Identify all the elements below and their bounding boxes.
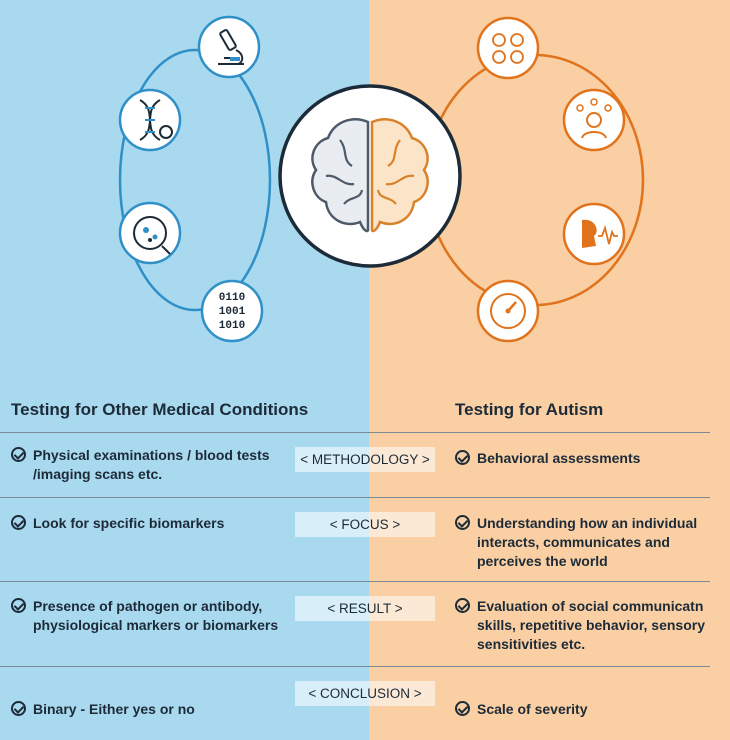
divider (0, 497, 710, 498)
right-item-methodology: Behavioral assessments (455, 449, 717, 468)
svg-text:1001: 1001 (219, 306, 246, 318)
left-item-text: Binary - Either yes or no (33, 701, 195, 717)
right-column-title: Testing for Autism (455, 400, 604, 419)
right-item-conclusion: Scale of severity (455, 700, 717, 719)
check-icon (11, 447, 26, 462)
left-item-methodology: Physical examinations / blood tests /ima… (11, 446, 281, 484)
gauge-icon (476, 279, 540, 343)
right-item-text: Evaluation of social communicatn skills,… (477, 598, 705, 652)
dna-icon (118, 88, 182, 152)
left-item-conclusion: Binary - Either yes or no (11, 700, 281, 719)
diagram-area: 0110 1001 1010 (118, 15, 645, 343)
divider (0, 581, 710, 582)
check-icon (11, 515, 26, 530)
check-icon (455, 598, 470, 613)
thinking-person-icon (562, 88, 626, 152)
divider (0, 666, 710, 667)
left-cycle-ring (118, 48, 272, 312)
check-icon (455, 515, 470, 530)
right-item-text: Understanding how an individual interact… (477, 515, 698, 569)
svg-text:0110: 0110 (219, 292, 245, 304)
petri-dish-icon (118, 201, 182, 265)
check-icon (11, 598, 26, 613)
emotions-faces-icon (476, 16, 540, 80)
left-item-text: Physical examinations / blood tests /ima… (33, 447, 270, 482)
right-item-result: Evaluation of social communicatn skills,… (455, 597, 727, 654)
row-label-focus: < FOCUS > (295, 512, 435, 537)
left-item-focus: Look for specific biomarkers (11, 514, 281, 533)
check-icon (11, 701, 26, 716)
left-item-text: Presence of pathogen or antibody, physio… (33, 598, 279, 633)
divider (0, 432, 710, 433)
left-column-title: Testing for Other Medical Conditions (11, 400, 309, 419)
binary-code-icon: 0110 1001 1010 (200, 279, 264, 343)
left-item-result: Presence of pathogen or antibody, physio… (11, 597, 296, 635)
left-item-text: Look for specific biomarkers (33, 515, 225, 531)
right-item-focus: Understanding how an individual interact… (455, 514, 720, 571)
right-item-text: Behavioral assessments (477, 450, 641, 466)
row-label-result: < RESULT > (295, 596, 435, 621)
check-icon (455, 450, 470, 465)
row-label-methodology: < METHODOLOGY > (295, 447, 435, 472)
brain-icon (278, 84, 462, 268)
speech-sound-icon (562, 202, 626, 266)
row-label-conclusion: < CONCLUSION > (295, 681, 435, 706)
microscope-icon (197, 15, 261, 79)
right-item-text: Scale of severity (477, 701, 588, 717)
check-icon (455, 701, 470, 716)
svg-text:1010: 1010 (219, 320, 245, 332)
